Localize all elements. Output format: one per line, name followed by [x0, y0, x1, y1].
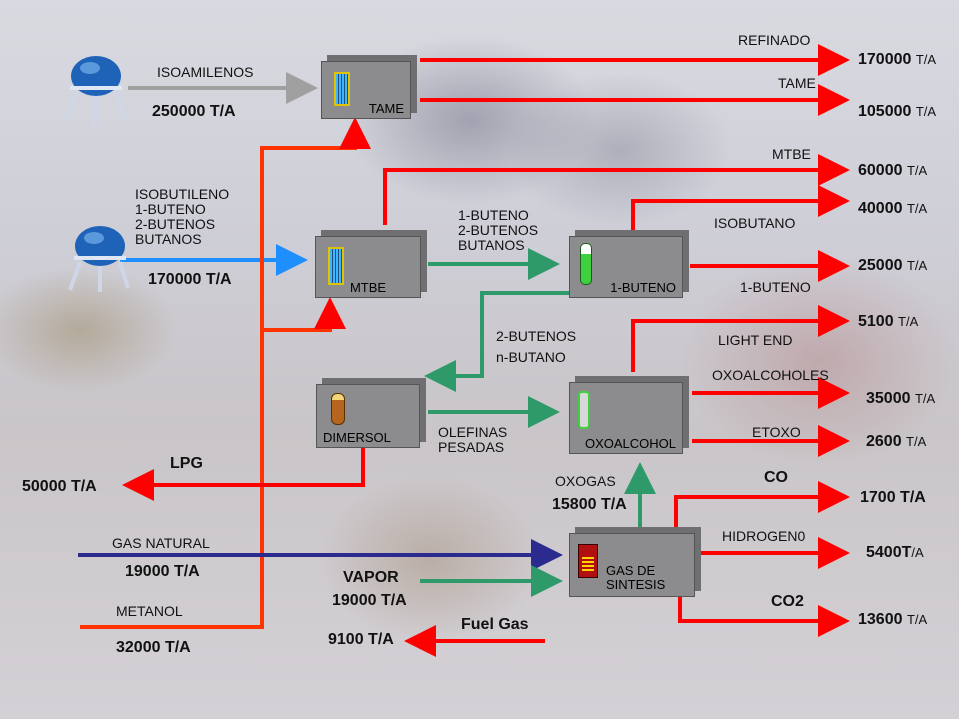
unit-gas-sintesis-label: GAS DE SINTESIS — [606, 563, 666, 592]
unit-1-buteno[interactable]: 1-BUTENO — [569, 236, 683, 298]
label-mtbe-out: MTBE — [772, 146, 811, 162]
label-vapor: VAPOR — [343, 569, 399, 586]
label-isoamilenos: ISOAMILENOS — [157, 64, 254, 80]
qty-vapor: 19000 T/A — [332, 592, 407, 609]
label-oxogas: OXOGAS — [555, 473, 616, 489]
stream-metanol-mtbe — [262, 297, 346, 332]
unit-gas-sintesis[interactable]: GAS DE SINTESIS — [569, 533, 695, 597]
qty-mtbe: 60000 T/A — [858, 162, 928, 179]
qty-oxoalcoholes: 35000 T/A — [866, 390, 936, 407]
column-icon — [580, 243, 592, 285]
qty-etoxo: 2600 T/A — [866, 433, 927, 450]
label-olefinas: OLEFINAS PESADAS — [438, 424, 508, 455]
qty-tame: 105000 T/A — [858, 103, 937, 120]
label-metanol: METANOL — [116, 603, 183, 619]
label-buteno1-out: 1-BUTENO — [740, 279, 811, 295]
stream-metanol — [80, 117, 371, 629]
label-gas-natural: GAS NATURAL — [112, 535, 210, 551]
label-etoxo: ETOXO — [752, 424, 801, 440]
label-to-dimersol: 2-BUTENOS n-BUTANO — [496, 328, 577, 365]
qty-hidrogeno: 5400T/A — [866, 544, 924, 561]
qty-isobutano: 40000 T/A — [858, 200, 928, 217]
label-light-end: LIGHT END — [718, 332, 793, 348]
label-isobutano: ISOBUTANO — [714, 215, 796, 231]
unit-oxoalcohol[interactable]: OXOALCOHOL — [569, 382, 683, 454]
label-fuel-gas: Fuel Gas — [461, 616, 529, 633]
qty-refinado: 170000 T/A — [858, 51, 937, 68]
reactor-icon — [334, 72, 350, 106]
storage-sphere-c4-icon — [68, 226, 130, 292]
qty-co2: 13600 T/A — [858, 611, 928, 628]
stream-lpg — [122, 447, 365, 501]
qty-metanol: 32000 T/A — [116, 639, 191, 656]
label-to-buteno: 1-BUTENO 2-BUTENOS BUTANOS — [458, 207, 539, 253]
unit-tame[interactable]: TAME — [321, 61, 411, 119]
furnace-icon — [578, 544, 598, 578]
unit-oxoalcohol-label: OXOALCOHOL — [584, 436, 676, 451]
stream-isobutano — [631, 185, 850, 230]
qty-buteno1: 25000 T/A — [858, 257, 928, 274]
stream-light-end — [631, 305, 850, 372]
stream-co — [674, 481, 850, 527]
label-co2: CO2 — [771, 593, 804, 610]
label-c4-feed: ISOBUTILENO 1-BUTENO 2-BUTENOS BUTANOS — [135, 186, 230, 247]
column-icon — [578, 391, 590, 429]
label-co: CO — [764, 469, 788, 486]
label-refinado: REFINADO — [738, 32, 811, 48]
unit-dimersol-label: DIMERSOL — [323, 430, 391, 445]
stream-mtbe-out — [383, 154, 850, 225]
label-oxoalcoholes: OXOALCOHOLES — [712, 367, 829, 383]
label-lpg: LPG — [170, 455, 203, 472]
reactor-icon — [331, 393, 345, 425]
stream-co2 — [678, 595, 850, 637]
label-hidrogeno: HIDROGEN0 — [722, 528, 806, 544]
unit-mtbe-label: MTBE — [349, 280, 387, 295]
storage-sphere-isoamilenos-icon — [64, 56, 128, 125]
stream-buteno-to-dimersol — [424, 291, 570, 392]
unit-1-buteno-label: 1-BUTENO — [610, 280, 676, 295]
qty-gas-natural: 19000 T/A — [125, 563, 200, 580]
qty-fuel-gas: 9100 T/A — [328, 631, 394, 648]
qty-light-end: 5100 T/A — [858, 313, 919, 330]
unit-mtbe[interactable]: MTBE — [315, 236, 421, 298]
qty-co: 1700 T/A — [860, 489, 926, 506]
label-tame-out: TAME — [778, 75, 816, 91]
qty-isoamilenos: 250000 T/A — [152, 103, 236, 120]
qty-lpg: 50000 T/A — [22, 478, 97, 495]
qty-c4-feed: 170000 T/A — [148, 271, 232, 288]
unit-tame-label: TAME — [368, 101, 404, 116]
unit-dimersol[interactable]: DIMERSOL — [316, 384, 420, 448]
reactor-icon — [328, 247, 344, 285]
qty-oxogas: 15800 T/A — [552, 496, 627, 513]
